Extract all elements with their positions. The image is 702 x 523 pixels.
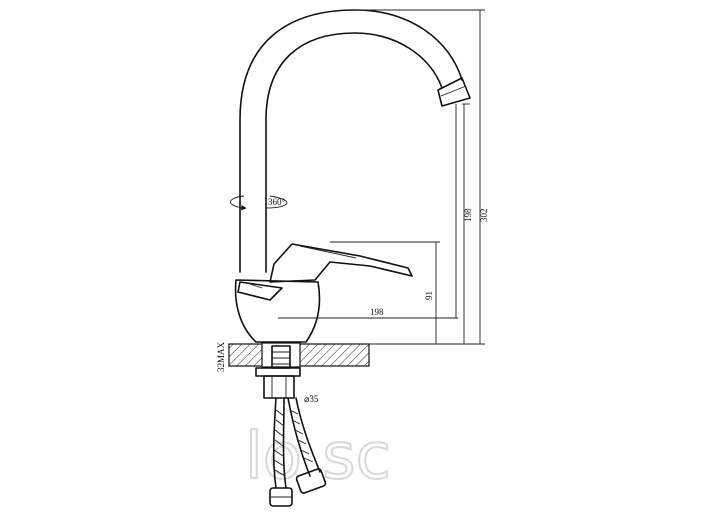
spout (239, 9, 471, 273)
dim-spout-reach: 198 (370, 307, 384, 317)
countertop-section (228, 342, 370, 368)
dimension-lines (278, 9, 485, 345)
dim-hole-diameter: ⌀35 (304, 394, 319, 404)
dim-counter-thickness: 32MAX (216, 341, 226, 372)
dim-handle-height: 91 (424, 291, 434, 300)
mounting-assembly (255, 345, 301, 399)
watermark: lo sc (245, 420, 391, 494)
faucet-body (234, 279, 321, 343)
dim-total-height: 302 (479, 209, 489, 223)
lever-handle (269, 243, 413, 283)
rotation-label: 360° (268, 197, 286, 207)
flexible-hoses (269, 397, 327, 507)
rotation-indicator: 360° (230, 195, 288, 211)
dim-spout-height: 198 (463, 208, 473, 222)
